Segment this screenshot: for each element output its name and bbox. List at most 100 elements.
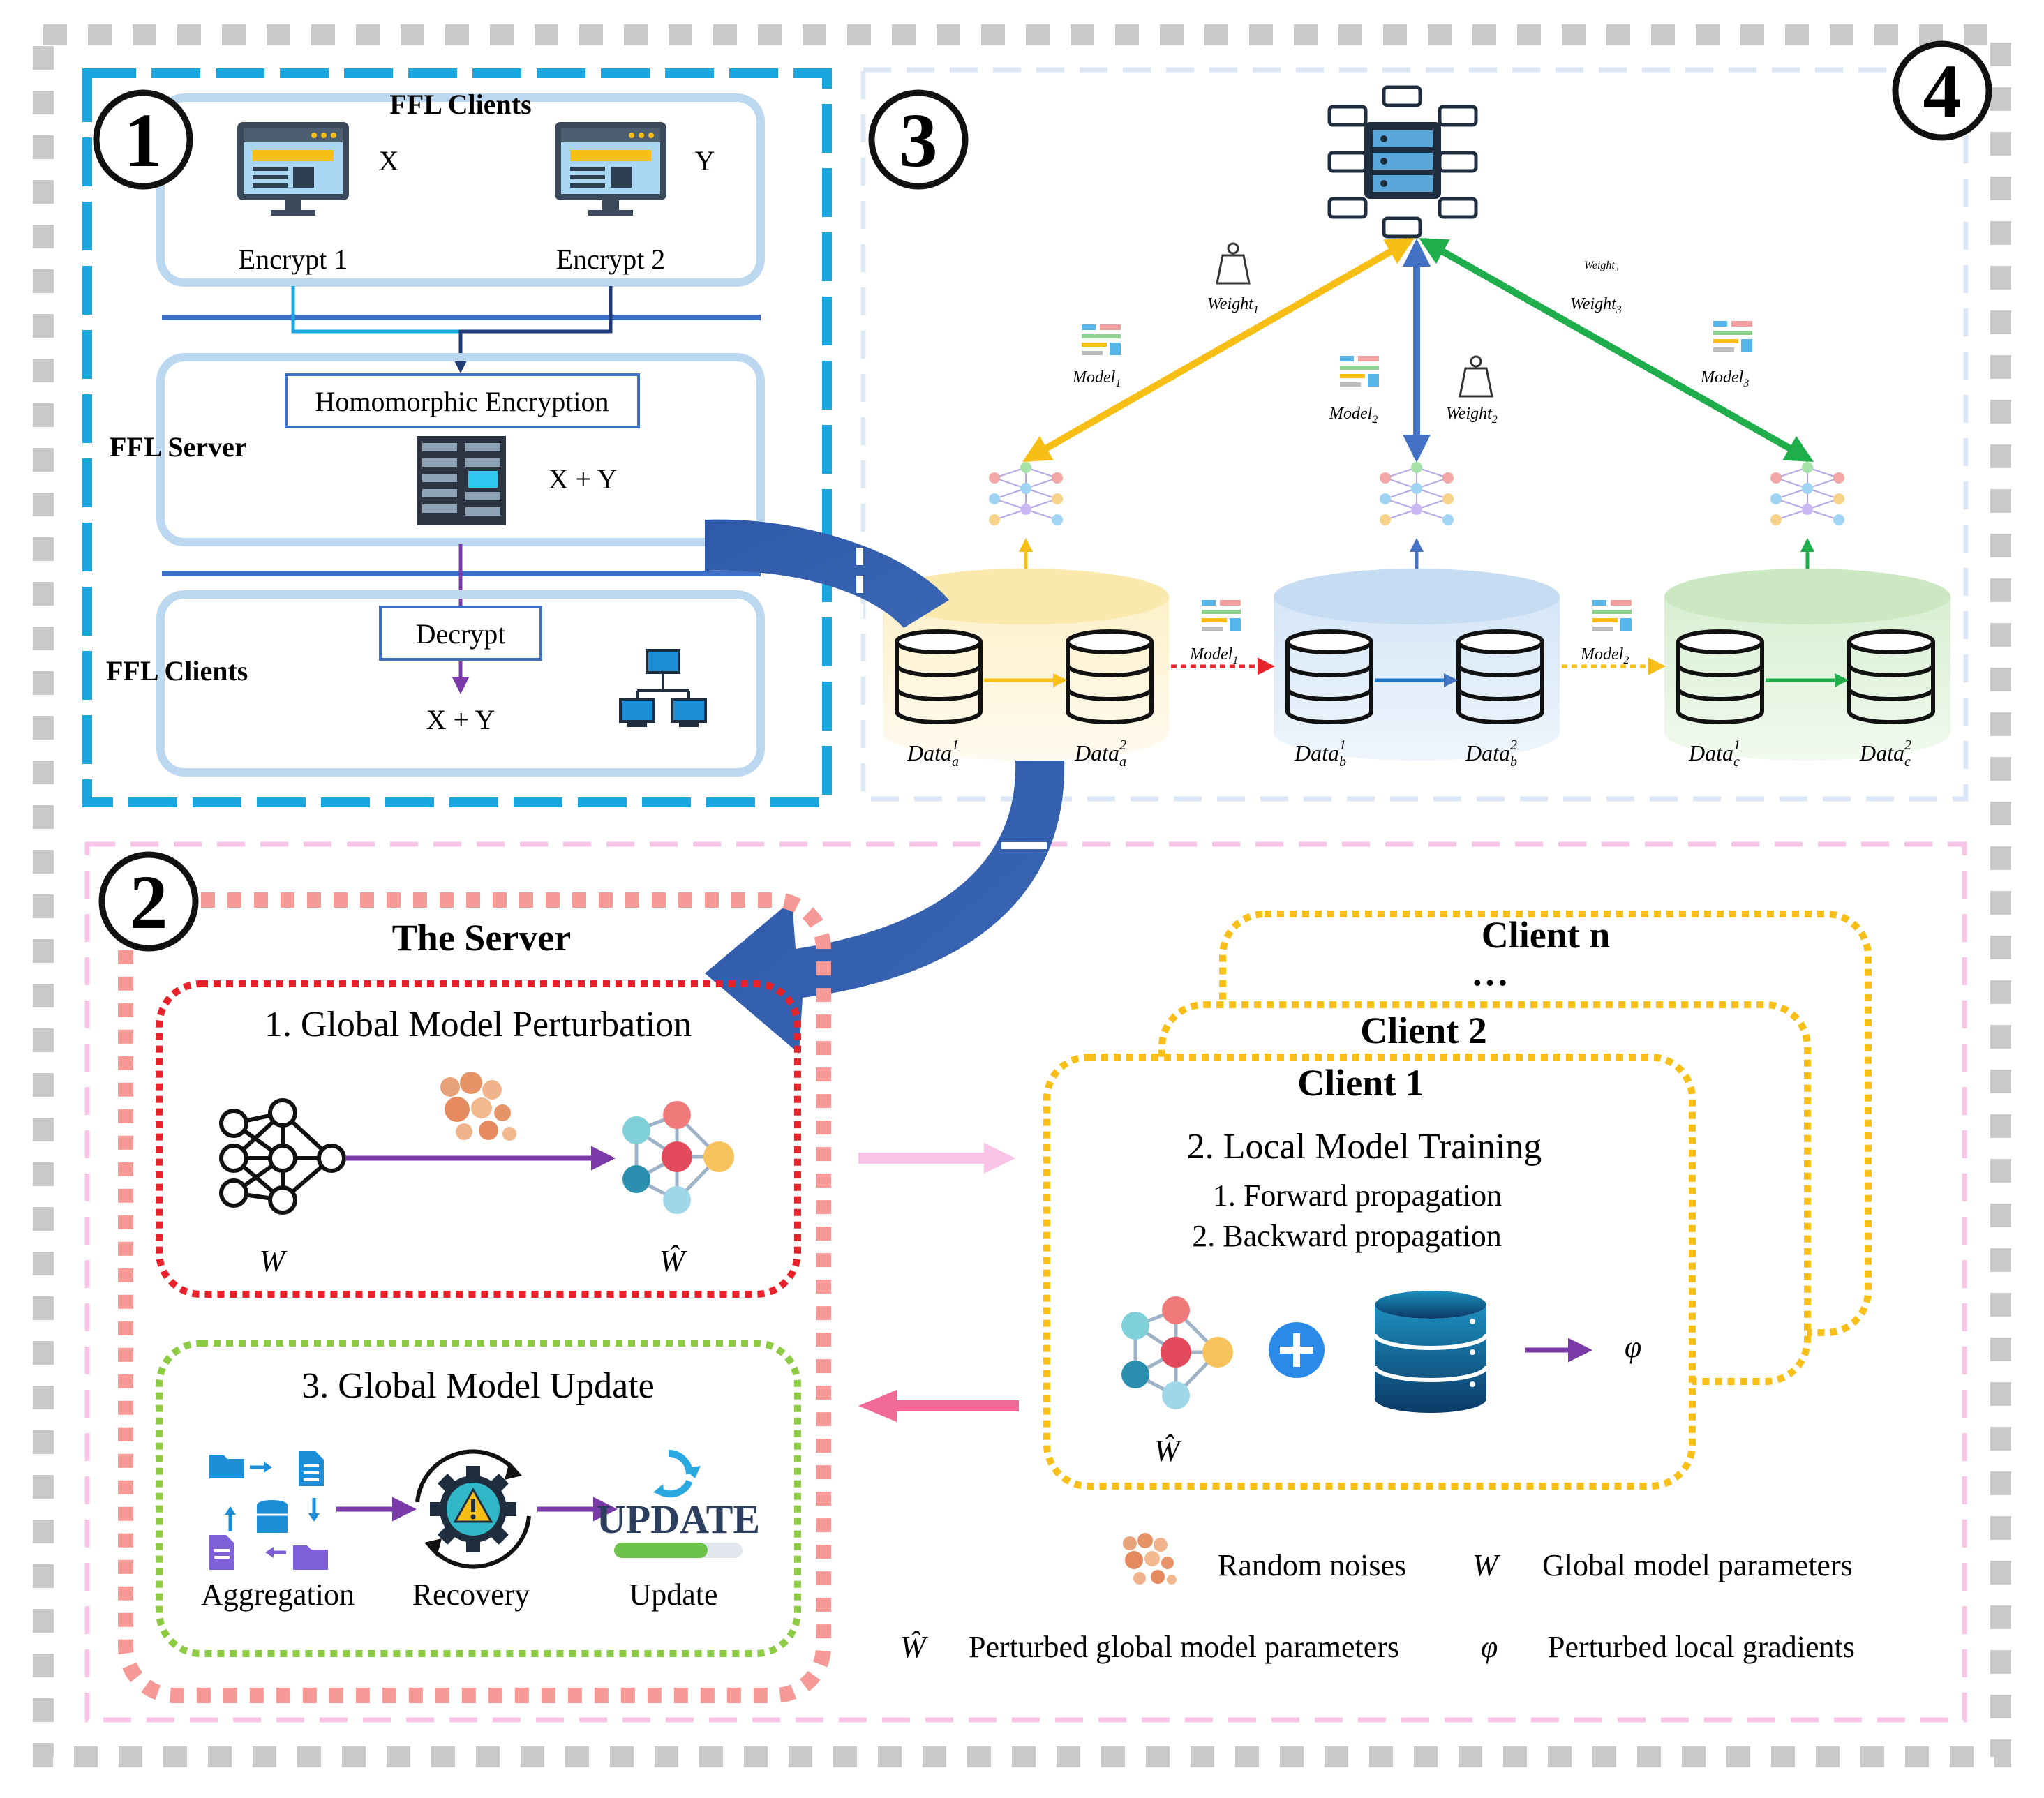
model-icon — [1202, 600, 1241, 631]
w-label: W — [260, 1244, 288, 1278]
aggregation-icon — [209, 1451, 328, 1570]
decrypt-label: Decrypt — [416, 618, 506, 650]
neural-net-icon — [989, 462, 1063, 525]
aggregation-label: Aggregation — [201, 1578, 355, 1612]
recovery-gear-icon — [415, 1449, 531, 1569]
global-model-network-icon — [219, 1098, 346, 1215]
legend-w-hat-symbol: Ŵ — [900, 1630, 928, 1664]
database-icon — [1847, 629, 1935, 724]
outer-grey-frame — [33, 24, 2011, 1767]
weight-icon — [1459, 355, 1493, 398]
phi-label: φ — [1625, 1330, 1641, 1364]
database-icon — [1066, 629, 1154, 724]
weight-icon — [1216, 242, 1251, 285]
client-n-title: Client n — [1482, 914, 1611, 956]
random-noise-icon — [1123, 1533, 1177, 1585]
monitor-icon — [237, 122, 349, 216]
model-icon — [1592, 600, 1632, 631]
network-computers-icon — [619, 649, 707, 727]
database-icon — [1373, 1291, 1489, 1413]
update-icon: UPDATE — [597, 1450, 760, 1558]
x-label: X — [379, 145, 399, 177]
database-icon — [895, 629, 983, 724]
big-curved-arrow-bottom — [705, 761, 1065, 1054]
data-cylinder-b — [1274, 569, 1560, 761]
server-box — [156, 353, 765, 546]
decrypt-box — [379, 606, 542, 661]
update-box — [156, 1340, 801, 1657]
svg-text:2: 2 — [130, 860, 168, 945]
ffl-clients-bottom-label: FFL Clients — [106, 655, 248, 687]
model-3-label: Model3 — [1700, 368, 1749, 389]
legend-perturbed-local: Perturbed local gradients — [1548, 1630, 1855, 1664]
svg-text:1: 1 — [124, 98, 163, 183]
model-2-label: Model2 — [1329, 405, 1378, 426]
database-icon — [1676, 629, 1764, 724]
clients-top-title: FFL Clients — [389, 89, 531, 120]
clients-top-box — [156, 93, 765, 287]
database-icon — [1456, 629, 1544, 724]
client-2-title: Client 2 — [1360, 1010, 1487, 1051]
data-cylinder-c — [1664, 569, 1950, 761]
server-hub-icon — [1327, 85, 1478, 239]
w-hat-client-label: Ŵ — [1154, 1434, 1182, 1468]
neural-net-icon — [1770, 462, 1844, 525]
homomorphic-encryption-label: Homomorphic Encryption — [315, 386, 609, 417]
svg-text:3: 3 — [900, 98, 938, 183]
arrow-model-a — [1022, 237, 1415, 463]
y-label: Y — [695, 145, 715, 177]
recovery-label: Recovery — [412, 1578, 530, 1612]
server-rack-icon — [417, 436, 506, 525]
encrypt-1-label: Encrypt 1 — [239, 244, 348, 275]
panel-number-badge-3: 3 — [868, 89, 969, 190]
weight-1-label: Weight1 — [1207, 295, 1259, 316]
legend: Random noises W Global model parameters … — [900, 1533, 1855, 1664]
panel-number-badge-1: 1 — [93, 89, 193, 190]
perturbation-title: 1. Global Model Perturbation — [264, 1005, 692, 1044]
client-1-box — [1043, 1054, 1696, 1490]
model-icon — [1713, 321, 1752, 352]
panel-number-badge-2: 2 — [98, 851, 199, 952]
model-icon — [1340, 356, 1379, 387]
update-icon-text: UPDATE — [597, 1497, 760, 1542]
weight-3-label: Weight3 — [1570, 295, 1622, 316]
legend-perturbed-global: Perturbed global model parameters — [969, 1630, 1399, 1664]
weight-3-small-label: Weight3 — [1584, 260, 1619, 274]
homomorphic-encryption-box — [285, 373, 640, 428]
flow-model-1-label: Model1 — [1189, 645, 1238, 666]
weight-2-label: Weight2 — [1446, 405, 1498, 426]
svg-text:4: 4 — [1923, 49, 1962, 134]
legend-global-params: Global model parameters — [1542, 1548, 1853, 1582]
arrow-to-clients-head — [984, 1143, 1015, 1174]
model-icon — [1082, 324, 1121, 355]
perturbed-model-network-icon — [1121, 1296, 1233, 1409]
encrypt-2-line — [452, 286, 613, 373]
server-sum-label: X + Y — [549, 463, 618, 495]
model-1-label: Model1 — [1072, 368, 1121, 389]
panel-2-pink-frame — [84, 841, 1967, 1723]
perturbed-model-network-icon — [622, 1101, 734, 1214]
backward-propagation-label: 2. Backward propagation — [1192, 1219, 1502, 1253]
legend-w-symbol: W — [1472, 1548, 1500, 1582]
forward-propagation-label: 1. Forward propagation — [1213, 1178, 1502, 1213]
local-training-title: 2. Local Model Training — [1187, 1127, 1542, 1167]
flow-model-2-label: Model2 — [1580, 645, 1629, 666]
monitor-icon — [555, 122, 666, 216]
server-title: The Server — [392, 917, 571, 959]
panel-2: The Server 1. Global Model Perturbation … — [118, 892, 1872, 1703]
arrow-model-c — [1419, 237, 1814, 463]
panel-34-frame — [860, 67, 1969, 802]
w-hat-label: Ŵ — [659, 1244, 687, 1278]
update-title: 3. Global Model Update — [301, 1366, 654, 1406]
clients-sum-label: X + Y — [426, 704, 495, 735]
big-curved-arrow-top — [705, 519, 949, 628]
random-noise-icon — [440, 1072, 516, 1141]
ffl-server-label: FFL Server — [110, 431, 247, 463]
